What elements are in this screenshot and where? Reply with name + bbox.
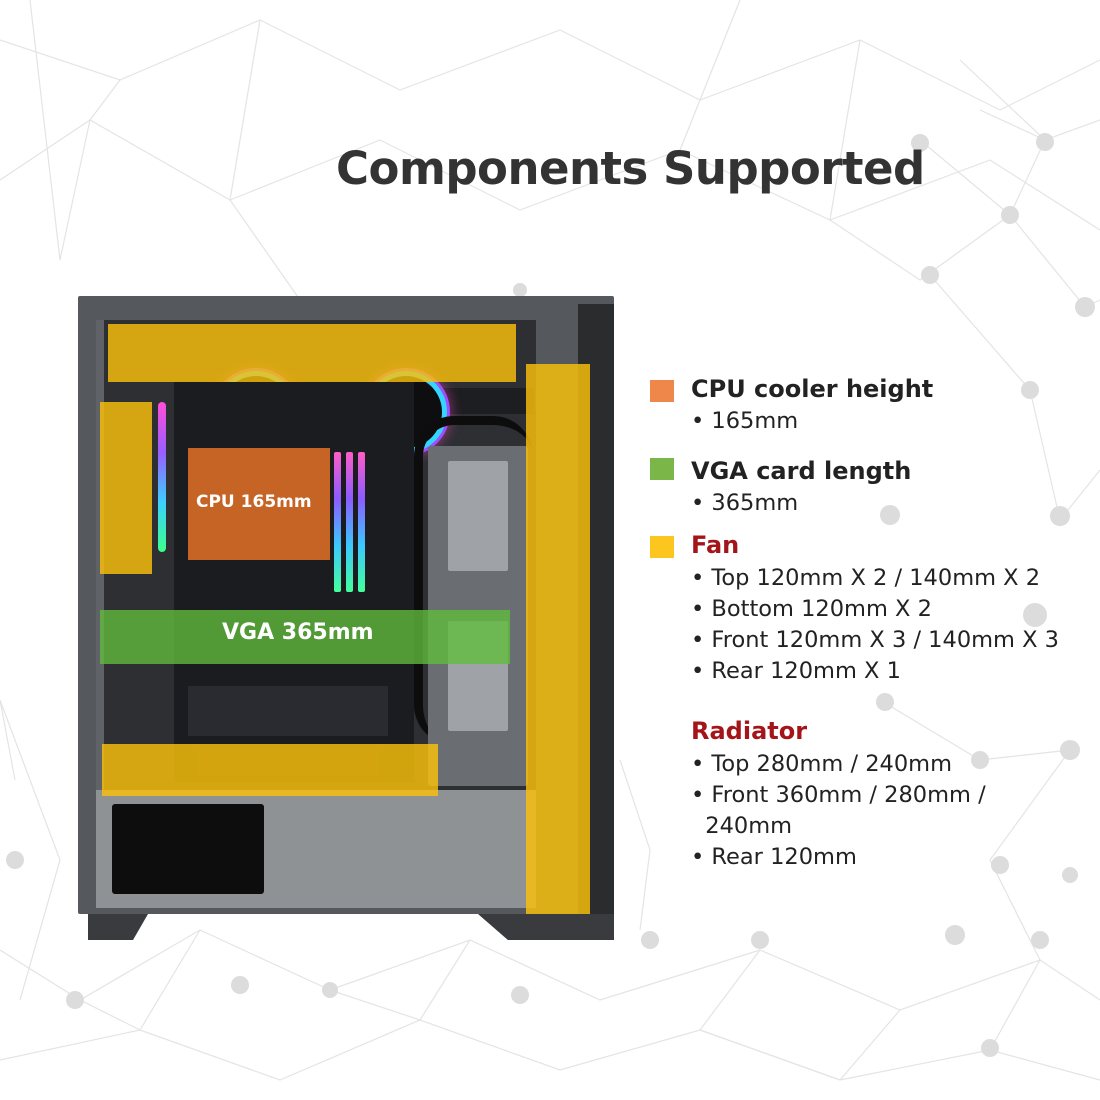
spec-line: • Front 360mm / 280mm / [691,782,986,808]
spec-line: • 365mm [691,490,799,516]
pc-case-image: CPU 165mm VGA 365mm [78,296,614,944]
spec-line: • Bottom 120mm X 2 [691,596,932,622]
spec-line: 240mm [691,813,793,839]
yellow-swatch [650,536,674,558]
coolant-tube [414,416,533,745]
spec-line: • Top 280mm / 240mm [691,751,952,777]
vga-overlay-label: VGA 365mm [222,620,374,645]
spec-line: • 165mm [691,408,799,434]
rgb-light-strip [158,402,166,552]
spec-line: • Rear 120mm [691,844,857,870]
orange-swatch [650,380,674,402]
case-foot-left [88,914,148,940]
spec-title: Radiator [691,717,808,745]
psu-window [112,804,264,894]
case-foot-right [478,914,614,940]
fan-zone-front [526,364,590,914]
spec-line: • Top 120mm X 2 / 140mm X 2 [691,565,1041,591]
page-title: Components Supported [336,142,925,195]
ram-stick-2 [346,452,353,592]
ram-stick-1 [334,452,341,592]
pcie-slots [188,686,388,736]
spec-line: • Front 120mm X 3 / 140mm X 3 [691,627,1059,653]
fan-zone-bottom [102,744,438,796]
spec-title: Fan [691,531,740,559]
fan-zone-rear [100,402,152,574]
fan-zone-top [108,324,516,382]
ram-stick-3 [358,452,365,592]
vga-card-zone: VGA 365mm [100,610,510,664]
green-swatch [650,458,674,480]
cpu-overlay-label: CPU 165mm [196,492,312,512]
spec-title: CPU cooler height [691,375,934,403]
spec-title: VGA card length [691,457,912,485]
spec-line: • Rear 120mm X 1 [691,658,901,684]
cpu-cooler-zone: CPU 165mm [188,448,330,560]
drive-tray-1 [448,461,508,571]
